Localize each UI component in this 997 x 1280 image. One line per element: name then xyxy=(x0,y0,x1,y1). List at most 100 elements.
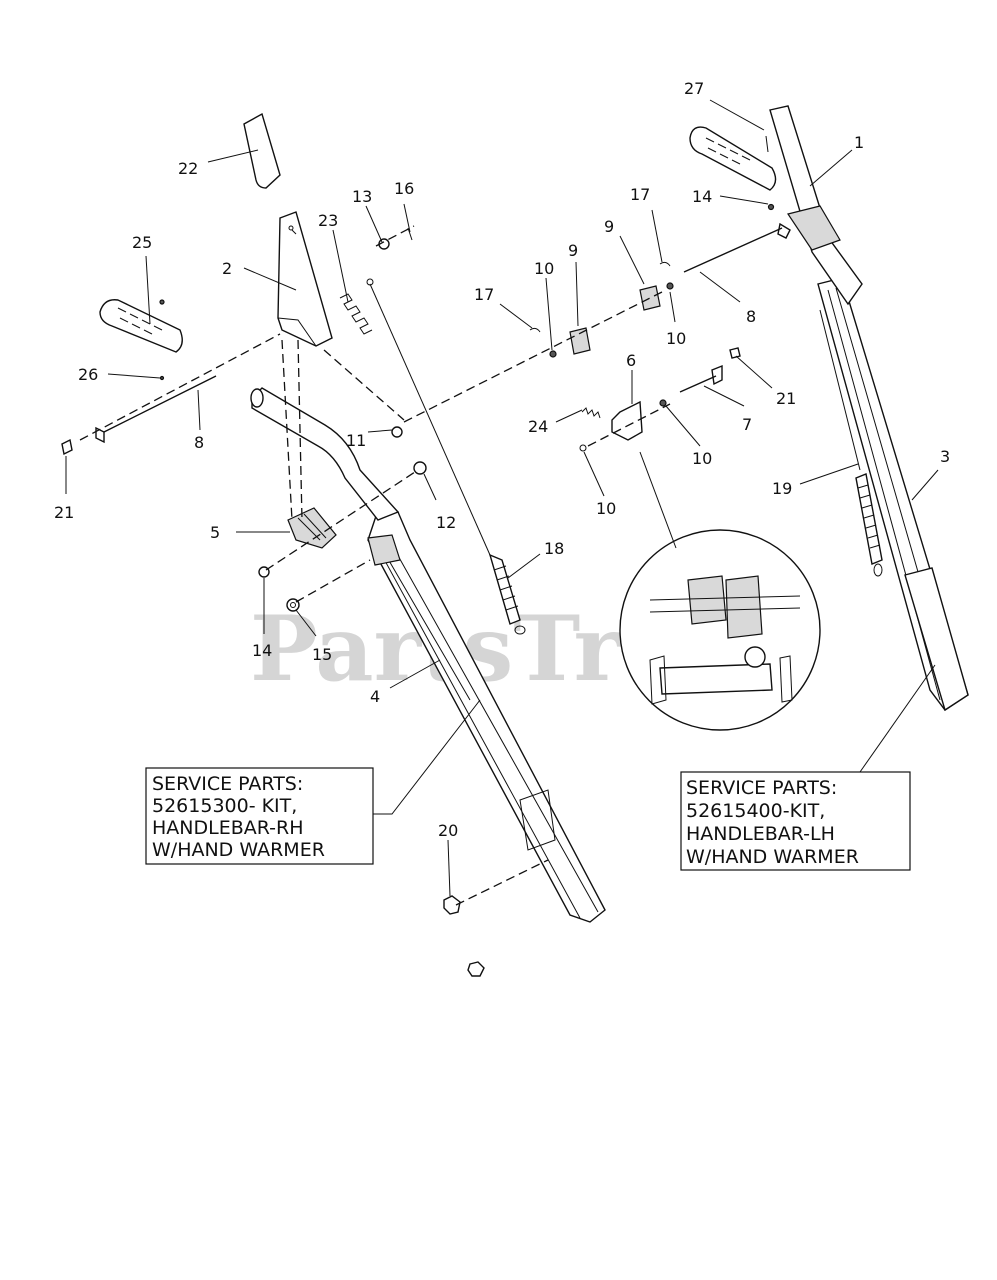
leader-9b xyxy=(619,235,645,285)
leader-2 xyxy=(243,267,297,291)
leader-14a xyxy=(719,195,769,205)
service-box-rh-line-3: HANDLEBAR-RH xyxy=(152,817,304,839)
wheel-9-right xyxy=(639,285,661,311)
washer-10a xyxy=(549,350,557,358)
dash-rod-left xyxy=(79,333,281,441)
detail-ends xyxy=(649,655,793,705)
callout-17b: 17 xyxy=(474,285,494,304)
rh-upper-tube xyxy=(251,387,400,521)
rh-handlebar-bracket xyxy=(367,534,401,566)
service-box-rh-line-4: W/HAND WARMER xyxy=(152,839,325,861)
heated-grip-25-slots xyxy=(117,307,163,335)
callout-12: 12 xyxy=(436,513,456,532)
leader-20 xyxy=(447,839,451,897)
callout-10b: 10 xyxy=(666,329,686,348)
service-box-lh: SERVICE PARTS: 52615400-KIT, HANDLEBAR-L… xyxy=(680,771,911,871)
service-box-rh-line-2: 52615300- KIT, xyxy=(152,795,297,817)
callout-21a: 21 xyxy=(776,389,796,408)
leader-19 xyxy=(799,463,859,485)
washer-10b xyxy=(666,282,674,290)
lh-handlebar-assembly xyxy=(529,105,969,712)
nut-15-hole xyxy=(290,602,296,608)
dash-bracket-block-b xyxy=(297,339,303,521)
callout-1: 1 xyxy=(854,133,864,152)
callout-9b: 9 xyxy=(604,217,614,236)
callout-21b: 21 xyxy=(54,503,74,522)
callout-8a: 8 xyxy=(746,307,756,326)
leader-4 xyxy=(389,659,441,689)
washer-10c xyxy=(659,399,667,407)
dash-washer-clip xyxy=(375,225,415,247)
detail-part-b xyxy=(725,575,763,639)
grip-22 xyxy=(243,112,281,189)
detail-shaft-top xyxy=(649,595,801,613)
block-5 xyxy=(287,507,337,549)
callout-14b: 14 xyxy=(252,641,272,660)
bracket-6 xyxy=(611,400,643,441)
spring-19 xyxy=(855,473,883,565)
rod-8-left xyxy=(103,375,217,433)
cable-spring-18-coils xyxy=(493,565,519,611)
leader-22 xyxy=(207,149,259,163)
rh-handlebar-tube-edge xyxy=(377,544,599,919)
spring-19-coils xyxy=(857,484,881,549)
dash-nut-knob xyxy=(265,469,419,571)
washer-10d xyxy=(579,444,587,452)
callout-19: 19 xyxy=(772,479,792,498)
rh-handlebar-assembly xyxy=(61,112,606,977)
callout-2: 2 xyxy=(222,259,232,278)
leader-12 xyxy=(423,473,437,501)
callout-7: 7 xyxy=(742,415,752,434)
callout-6: 6 xyxy=(626,351,636,370)
clip-17a xyxy=(529,327,541,333)
detail-pointer xyxy=(639,451,677,549)
service-box-lh-line-1: SERVICE PARTS: xyxy=(686,777,837,799)
leader-13 xyxy=(365,205,383,243)
clip-16 xyxy=(407,227,413,241)
dash-bracket6 xyxy=(587,403,671,447)
service-box-rh: SERVICE PARTS: 52615300- KIT, HANDLEBAR-… xyxy=(145,767,374,865)
detail-part-a xyxy=(687,575,727,625)
wheel-9-left xyxy=(569,327,591,355)
callout-9a: 9 xyxy=(568,241,578,260)
bolt-loose xyxy=(467,961,485,977)
detail-roller xyxy=(744,646,766,668)
callout-16: 16 xyxy=(394,179,414,198)
bolt-21-right xyxy=(729,347,741,359)
leader-17a xyxy=(651,209,663,263)
dash-bracket-block-a xyxy=(281,339,293,521)
pin-27 xyxy=(765,135,769,153)
callout-11: 11 xyxy=(346,431,366,450)
callout-27: 27 xyxy=(684,79,704,98)
leader-21a xyxy=(735,355,773,389)
leader-8b xyxy=(197,389,201,431)
callout-5: 5 xyxy=(210,523,220,542)
dash-bolt20 xyxy=(455,859,549,906)
service-box-rh-line-1: SERVICE PARTS: xyxy=(152,773,303,795)
bolt-20 xyxy=(443,895,461,915)
service-box-lh-line-3: HANDLEBAR-LH xyxy=(686,823,835,845)
service-box-lh-line-4: W/HAND WARMER xyxy=(686,846,859,868)
shaft-7 xyxy=(679,375,717,393)
service-box-rh-frame xyxy=(145,767,374,865)
leader-8a xyxy=(699,271,741,303)
leader-9a xyxy=(575,261,579,327)
leader-15 xyxy=(295,609,317,637)
callout-10a: 10 xyxy=(534,259,554,278)
leader-3 xyxy=(911,469,939,501)
callout-25: 25 xyxy=(132,233,152,252)
leader-16 xyxy=(403,203,411,233)
knob-12 xyxy=(413,461,427,475)
spring-rod-19 xyxy=(819,309,861,471)
leader-10d xyxy=(583,451,605,497)
callout-3: 3 xyxy=(940,447,950,466)
callout-10d: 10 xyxy=(596,499,616,518)
leader-10b xyxy=(669,291,676,323)
service-box-lh-line-2: 52615400-KIT, xyxy=(686,800,825,822)
callout-20: 20 xyxy=(438,821,458,840)
dash-nut15 xyxy=(295,559,371,603)
callout-4: 4 xyxy=(370,687,380,706)
callout-10c: 10 xyxy=(692,449,712,468)
callout-18: 18 xyxy=(544,539,564,558)
callout-24: 24 xyxy=(528,417,548,436)
